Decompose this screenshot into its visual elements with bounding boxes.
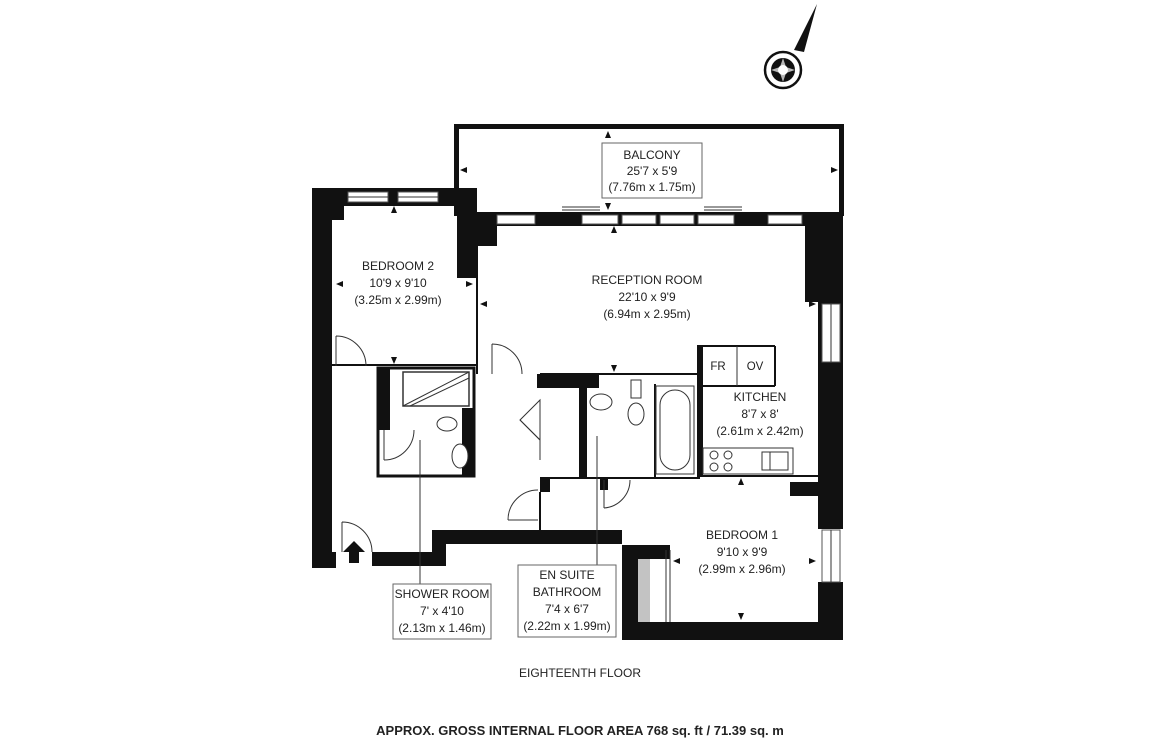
doors (335, 335, 631, 553)
ensuite-fixtures (589, 379, 695, 475)
balcony-size-imperial: 25'7 x 5'9 (627, 164, 678, 178)
interior-walls (332, 246, 818, 622)
kitchen-size-metric: (2.61m x 2.42m) (716, 424, 803, 438)
floor-label: EIGHTEENTH FLOOR (519, 666, 641, 680)
reception-name: RECEPTION ROOM (592, 273, 703, 287)
kitchen-name: KITCHEN (734, 390, 787, 404)
balcony-name: BALCONY (623, 148, 680, 162)
bedroom1-size-imperial: 9'10 x 9'9 (717, 545, 768, 559)
bedroom2-name: BEDROOM 2 (362, 259, 434, 273)
bedroom2-size-imperial: 10'9 x 9'10 (369, 276, 427, 290)
compass-icon (763, 4, 817, 90)
bedroom1-name: BEDROOM 1 (706, 528, 778, 542)
kitchen-fixtures (702, 346, 794, 475)
bedroom1-size-metric: (2.99m x 2.96m) (698, 562, 785, 576)
reception-size-imperial: 22'10 x 9'9 (618, 290, 676, 304)
balcony-outline (454, 124, 844, 216)
ensuite-name-line2: BATHROOM (533, 585, 601, 599)
windows (347, 191, 841, 583)
fridge-label: FR (710, 361, 725, 373)
oven-label: OV (747, 361, 764, 373)
area-label: APPROX. GROSS INTERNAL FLOOR AREA 768 sq… (376, 723, 784, 738)
ensuite-label-box (517, 564, 617, 638)
ensuite-name-line1: EN SUITE (539, 568, 594, 582)
entrance-arrow-icon (343, 541, 365, 563)
bedroom2-size-metric: (3.25m x 2.99m) (354, 293, 441, 307)
balcony-label-box (601, 142, 703, 199)
shower-name: SHOWER ROOM (395, 587, 490, 601)
shower-label-box (392, 583, 492, 640)
ensuite-size-imperial: 7'4 x 6'7 (545, 602, 589, 616)
kitchen-size-imperial: 8'7 x 8' (741, 407, 778, 421)
reception-size-metric: (6.94m x 2.95m) (603, 307, 690, 321)
balcony-size-metric: (7.76m x 1.75m) (608, 180, 695, 194)
ensuite-size-metric: (2.22m x 1.99m) (523, 619, 610, 633)
shower-size-imperial: 7' x 4'10 (420, 604, 464, 618)
dimension-markers (336, 131, 838, 620)
shower-room-fixtures (402, 371, 470, 469)
shower-size-metric: (2.13m x 1.46m) (398, 621, 485, 635)
